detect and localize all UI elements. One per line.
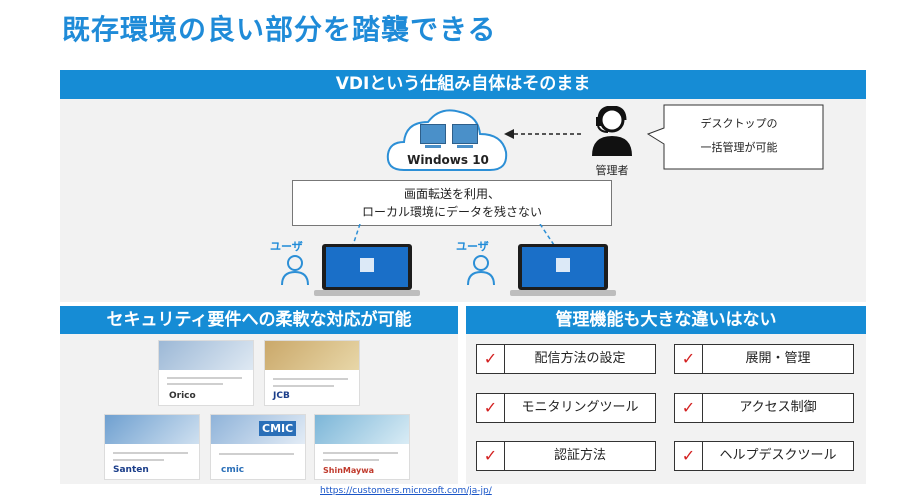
thumbnail-image [159,341,253,370]
feature-label: モニタリングツール [505,394,655,422]
feature-label: ヘルプデスクツール [703,442,853,470]
dashed-arrow [504,128,584,140]
laptop-icon [314,242,420,298]
case-study-thumbnail: CMIC cmic [210,414,306,480]
thumbnail-image [265,341,359,370]
thumbnail-image [315,415,409,444]
checkmark-icon: ✓ [477,442,505,470]
user-label: ユーザ [270,238,303,254]
company-logo: cmic [221,465,244,475]
thumbnail-text-line [113,452,188,454]
vdi-banner: VDIという仕組み自体はそのまま [60,70,866,99]
transfer-line: 画面転送を利用、 [293,185,611,203]
company-logo: Orico [169,391,196,401]
feature-label: 配信方法の設定 [505,345,655,373]
company-logo: CMIC [259,421,296,436]
callout-text: デスクトップの 一括管理が可能 [664,112,814,160]
admin-headset-icon [590,106,634,158]
windows-monitor-icon [452,124,478,144]
case-study-thumbnail: JCB [264,340,360,406]
windows-monitor-icon [420,124,446,144]
feature-item: ✓ アクセス制御 [674,393,854,423]
checkmark-icon: ✓ [477,394,505,422]
callout-line: 一括管理が可能 [664,136,814,160]
feature-item: ✓ 展開・管理 [674,344,854,374]
checkmark-icon: ✓ [675,345,703,373]
company-logo: Santen [113,465,149,475]
thumbnail-text-line [113,459,165,461]
feature-label: 展開・管理 [703,345,853,373]
feature-label: アクセス制御 [703,394,853,422]
feature-item: ✓ 配信方法の設定 [476,344,656,374]
checkmark-icon: ✓ [675,442,703,470]
admin-label: 管理者 [580,162,644,178]
thumbnail-text-line [167,383,223,385]
thumbnail-text-line [273,378,348,380]
callout-line: デスクトップの [664,112,814,136]
thumbnail-text-line [167,377,242,379]
source-link[interactable]: https://customers.microsoft.com/ja-jp/ [320,486,492,496]
feature-item: ✓ モニタリングツール [476,393,656,423]
security-banner: セキュリティ要件への柔軟な対応が可能 [60,306,458,334]
thumbnail-text-line [219,453,294,455]
thumbnail-text-line [323,459,379,461]
case-study-thumbnail: Orico [158,340,254,406]
company-logo: ShinMaywa [323,466,374,475]
page-title: 既存環境の良い部分を踏襲できる [62,8,496,48]
user-label: ユーザ [456,238,489,254]
screen-transfer-box: 画面転送を利用、 ローカル環境にデータを残さない [292,180,612,226]
thumbnail-text-line [273,385,334,387]
user-icon [280,254,310,286]
cloud-label: Windows 10 [398,153,498,167]
management-banner: 管理機能も大きな違いはない [466,306,866,334]
feature-item: ✓ 認証方法 [476,441,656,471]
feature-item: ✓ ヘルプデスクツール [674,441,854,471]
thumbnail-image [105,415,199,444]
transfer-line: ローカル環境にデータを残さない [293,203,611,221]
case-study-thumbnail: ShinMaywa [314,414,410,480]
company-logo: JCB [273,391,290,401]
laptop-icon [510,242,616,298]
feature-label: 認証方法 [505,442,655,470]
checkmark-icon: ✓ [477,345,505,373]
checkmark-icon: ✓ [675,394,703,422]
user-icon [466,254,496,286]
thumbnail-text-line [323,452,398,454]
case-study-thumbnail: Santen [104,414,200,480]
